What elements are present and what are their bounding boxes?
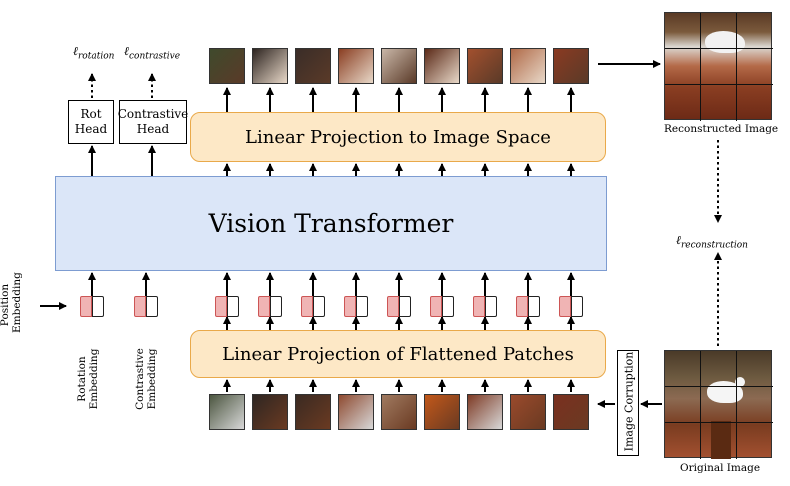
linear-projection-of-flattened-patches: Linear Projection of Flattened Patches xyxy=(190,330,606,378)
contrastive-head-line1: Contrastive xyxy=(117,107,189,121)
patch-token xyxy=(485,296,497,317)
reconstructed-image xyxy=(664,12,773,121)
gull-head xyxy=(735,377,745,387)
reconstructed-patch xyxy=(424,48,460,84)
corrupted-input-patch xyxy=(424,394,460,430)
rot-head-line2: Head xyxy=(74,122,108,136)
original-image-caption: Original Image xyxy=(680,462,761,474)
patch-token xyxy=(313,296,325,317)
position-embedding-token xyxy=(559,296,571,317)
position-embedding-token xyxy=(387,296,399,317)
contrastive-head-box: Contrastive Head xyxy=(117,100,189,144)
patch-token xyxy=(270,296,282,317)
corrupted-input-patch xyxy=(209,394,245,430)
rotation-token xyxy=(92,296,104,317)
contrastive-head-line2: Head xyxy=(136,122,170,136)
reconstructed-patch xyxy=(381,48,417,84)
patch-token xyxy=(227,296,239,317)
reconstructed-image-caption: Reconstructed Image xyxy=(664,123,779,135)
reconstruction-loss-label: ℓreconstruction xyxy=(676,233,748,251)
patch-token xyxy=(442,296,454,317)
corrupted-input-patch xyxy=(295,394,331,430)
reconstructed-patch xyxy=(252,48,288,84)
contrastive-embedding-label: Contrastive Embedding xyxy=(134,348,158,410)
position-embedding-token xyxy=(80,296,92,317)
image-corruption-box: Image Corruption xyxy=(617,350,639,456)
reconstructed-patch xyxy=(553,48,589,84)
contrastive-token xyxy=(146,296,158,317)
reconstructed-patch xyxy=(510,48,546,84)
patch-token xyxy=(528,296,540,317)
position-embedding-token xyxy=(516,296,528,317)
patch-token xyxy=(571,296,583,317)
rot-head-box: Rot Head xyxy=(68,100,114,144)
linear-projection-to-image-space: Linear Projection to Image Space xyxy=(190,112,606,162)
position-embedding-token xyxy=(301,296,313,317)
position-embedding-token xyxy=(215,296,227,317)
position-embedding-token xyxy=(430,296,442,317)
image-corruption-label: Image Corruption xyxy=(622,351,636,452)
position-embedding-token xyxy=(258,296,270,317)
rotation-embedding-label: Rotation Embedding xyxy=(76,348,100,410)
reconstructed-patch xyxy=(467,48,503,84)
position-embedding-token xyxy=(344,296,356,317)
position-embedding-label: Position Embedding xyxy=(0,272,23,333)
vision-transformer-block: Vision Transformer xyxy=(55,176,607,271)
corrupted-input-patch xyxy=(467,394,503,430)
patch-token xyxy=(356,296,368,317)
rot-head-line1: Rot xyxy=(80,107,102,121)
original-image xyxy=(664,350,773,459)
position-embedding-token xyxy=(134,296,146,317)
contrastive-loss-label: ℓcontrastive xyxy=(124,44,181,62)
corrupted-input-patch xyxy=(553,394,589,430)
corrupted-input-patch xyxy=(510,394,546,430)
bottom-projection-label: Linear Projection of Flattened Patches xyxy=(222,343,574,365)
rotation-loss-label: ℓrotation xyxy=(73,44,115,62)
reconstructed-patch xyxy=(338,48,374,84)
position-embedding-token xyxy=(473,296,485,317)
patch-token xyxy=(399,296,411,317)
reconstructed-patch xyxy=(209,48,245,84)
top-projection-label: Linear Projection to Image Space xyxy=(245,126,551,148)
corrupted-input-patch xyxy=(381,394,417,430)
corrupted-input-patch xyxy=(252,394,288,430)
post-shape xyxy=(711,421,731,459)
reconstructed-patch xyxy=(295,48,331,84)
corrupted-input-patch xyxy=(338,394,374,430)
vision-transformer-label: Vision Transformer xyxy=(208,209,454,238)
gull-shape xyxy=(705,31,745,53)
